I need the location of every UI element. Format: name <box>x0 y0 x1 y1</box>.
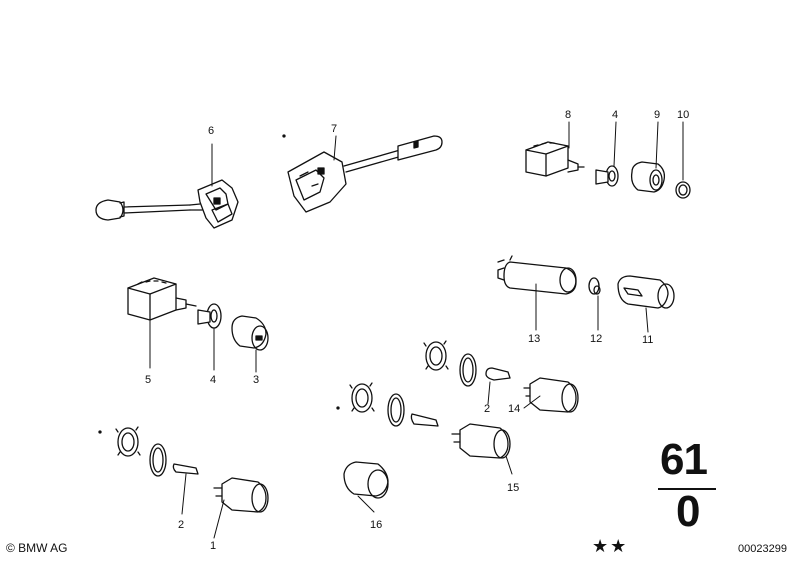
callout-2-lower: 2 <box>178 519 185 531</box>
callout-8: 8 <box>565 109 572 121</box>
callout-6: 6 <box>208 125 215 137</box>
ring-nut-middle <box>349 382 405 427</box>
callout-10: 10 <box>677 109 690 121</box>
callout-11: 11 <box>642 334 654 346</box>
document-number: 00023299 <box>738 543 787 555</box>
callout-2-upper: 2 <box>484 403 491 415</box>
copyright-text: © BMW AG <box>6 541 68 555</box>
callout-4-top: 4 <box>612 109 619 121</box>
lighter-housing-13 <box>497 255 577 331</box>
ring-10 <box>675 121 691 199</box>
bulb-2-lower <box>172 463 199 515</box>
callout-15: 15 <box>507 482 520 494</box>
indicator-switch-15 <box>451 423 513 475</box>
bulb-socket-4-middle <box>197 303 222 371</box>
washer-12 <box>588 277 601 331</box>
cap-16 <box>343 461 389 513</box>
callout-16: 16 <box>370 519 383 531</box>
switch-block-8 <box>525 121 585 177</box>
callout-5: 5 <box>145 374 152 386</box>
callout-4-middle: 4 <box>210 374 217 386</box>
group-subnumber-box: 0 <box>676 490 704 534</box>
callout-1: 1 <box>210 540 217 552</box>
callout-12: 12 <box>590 333 603 345</box>
ring-nut-lower <box>115 426 167 477</box>
bulb-2-upper <box>485 367 511 405</box>
callout-3: 3 <box>253 374 260 386</box>
switch-block-5 <box>127 277 197 369</box>
group-subnumber: 0 <box>676 487 701 536</box>
indicator-switch-1 <box>213 477 269 539</box>
bulb-socket-4-top <box>595 121 619 187</box>
callout-7: 7 <box>331 123 338 135</box>
group-number: 61 <box>660 435 708 484</box>
stars-mark: ★★ <box>592 536 629 556</box>
knob-9 <box>630 121 666 193</box>
knob-3 <box>231 315 269 373</box>
ring-nut-upper <box>423 340 477 387</box>
turn-signal-switch-6 <box>95 143 239 229</box>
callout-9: 9 <box>654 109 661 121</box>
indicator-switch-14 <box>523 377 579 413</box>
callout-13: 13 <box>528 333 541 345</box>
wiper-switch-7 <box>287 135 443 213</box>
callout-14: 14 <box>508 403 521 415</box>
group-divider <box>658 488 716 490</box>
lighter-element-11 <box>617 275 675 333</box>
bulb-middle <box>410 413 439 427</box>
